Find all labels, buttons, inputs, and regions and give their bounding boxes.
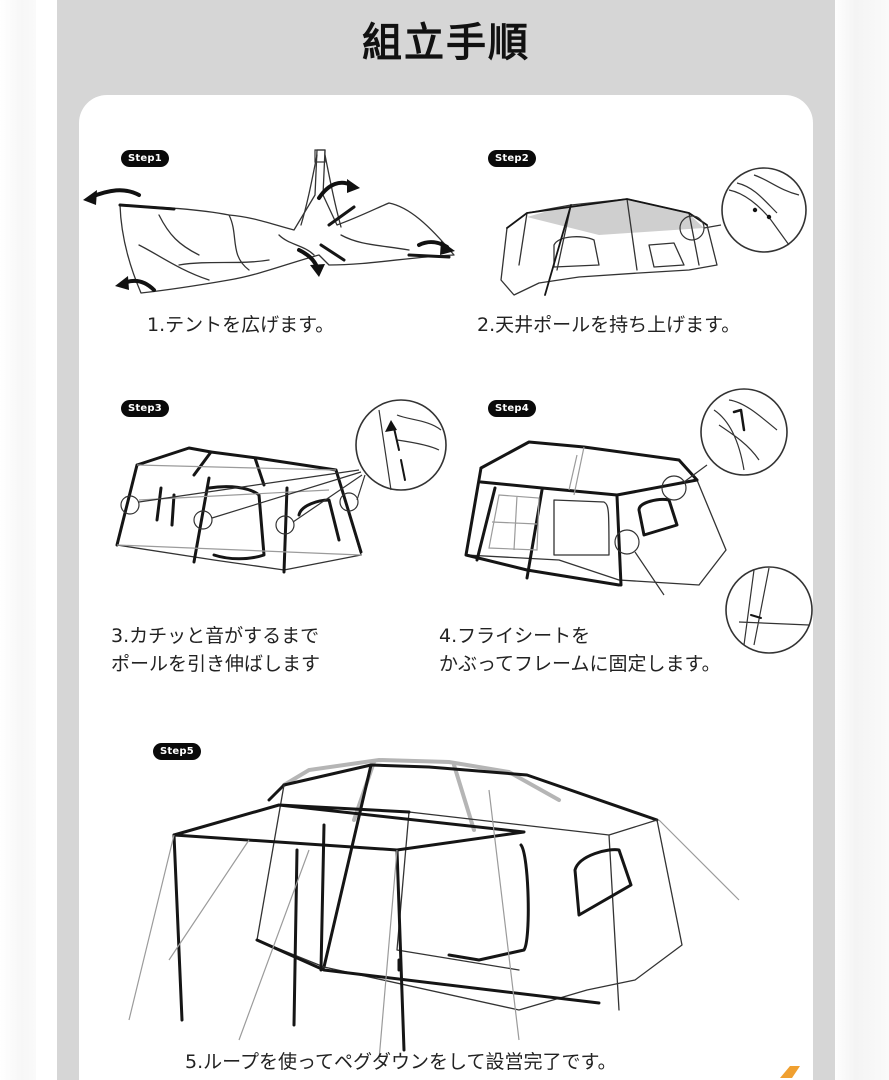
tent-frame-icon: [115, 446, 366, 574]
step-2: Step2 2.天井ポールを持ち上げます。: [459, 95, 813, 355]
step-caption-line-1: 3.カチッと音がするまで: [111, 625, 320, 647]
detail-magnifier-icon: [700, 388, 788, 476]
step-caption: 2.天井ポールを持ち上げます。: [477, 314, 741, 336]
corner-decoration: [780, 1066, 800, 1078]
step-2-illustration: [500, 167, 807, 296]
page-margin-right: [833, 0, 889, 1080]
tent-with-awning-icon: [128, 757, 740, 1061]
step-badge: Step4: [488, 400, 536, 417]
detail-magnifier-icon: [721, 167, 807, 253]
step-3-illustration: [115, 399, 447, 574]
page-margin-left: [0, 0, 36, 1080]
step-badge: Step2: [488, 150, 536, 167]
assembly-instructions-panel: 組立手順 Step1 1.: [57, 0, 835, 1080]
instructions-card: Step1 1.テントを広げます。: [79, 95, 813, 1080]
step-1-illustration: [83, 149, 455, 294]
detail-magnifier-icon: [355, 399, 447, 491]
step-4: Step4: [439, 388, 813, 690]
step-caption-line-1: 4.フライシートを: [439, 625, 591, 647]
spread-arrows-icon: [83, 179, 455, 292]
step-5: Step5 5.ループを使ってペグダウンをして設営完了です。: [79, 720, 813, 1080]
step-1: Step1 1.テントを広げます。: [79, 95, 459, 355]
step-badge: Step5: [153, 743, 201, 760]
step-caption: 5.ループを使ってペグダウンをして設営完了です。: [185, 1051, 617, 1073]
step-caption: 1.テントを広げます。: [147, 314, 335, 336]
step-badge: Step1: [121, 150, 169, 167]
step-caption-line-2: かぶってフレームに固定します。: [439, 653, 721, 675]
step-badge: Step3: [121, 400, 169, 417]
step-5-illustration: [128, 757, 740, 1061]
step-3: Step3: [79, 390, 459, 690]
tent-flysheet-icon: [464, 440, 727, 596]
step-caption-line-2: ポールを引き伸ばします: [111, 653, 321, 675]
step-4-illustration: [464, 388, 813, 654]
detail-magnifier-icon: [725, 566, 813, 654]
tent-roof-icon: [500, 198, 722, 296]
folded-tent-icon: [118, 149, 455, 294]
page-title: 組立手順: [362, 20, 530, 66]
